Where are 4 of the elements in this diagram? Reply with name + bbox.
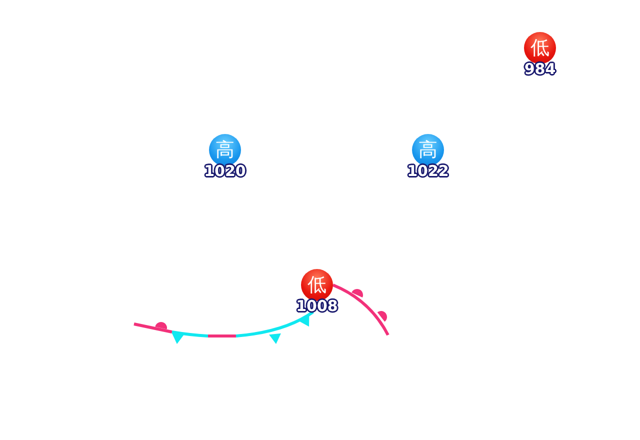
pressure-value: 1020 — [203, 163, 248, 180]
pressure-value: 984 — [522, 61, 558, 78]
pressure-value: 1022 — [406, 163, 450, 180]
pressure-value: 1008 — [295, 298, 340, 315]
